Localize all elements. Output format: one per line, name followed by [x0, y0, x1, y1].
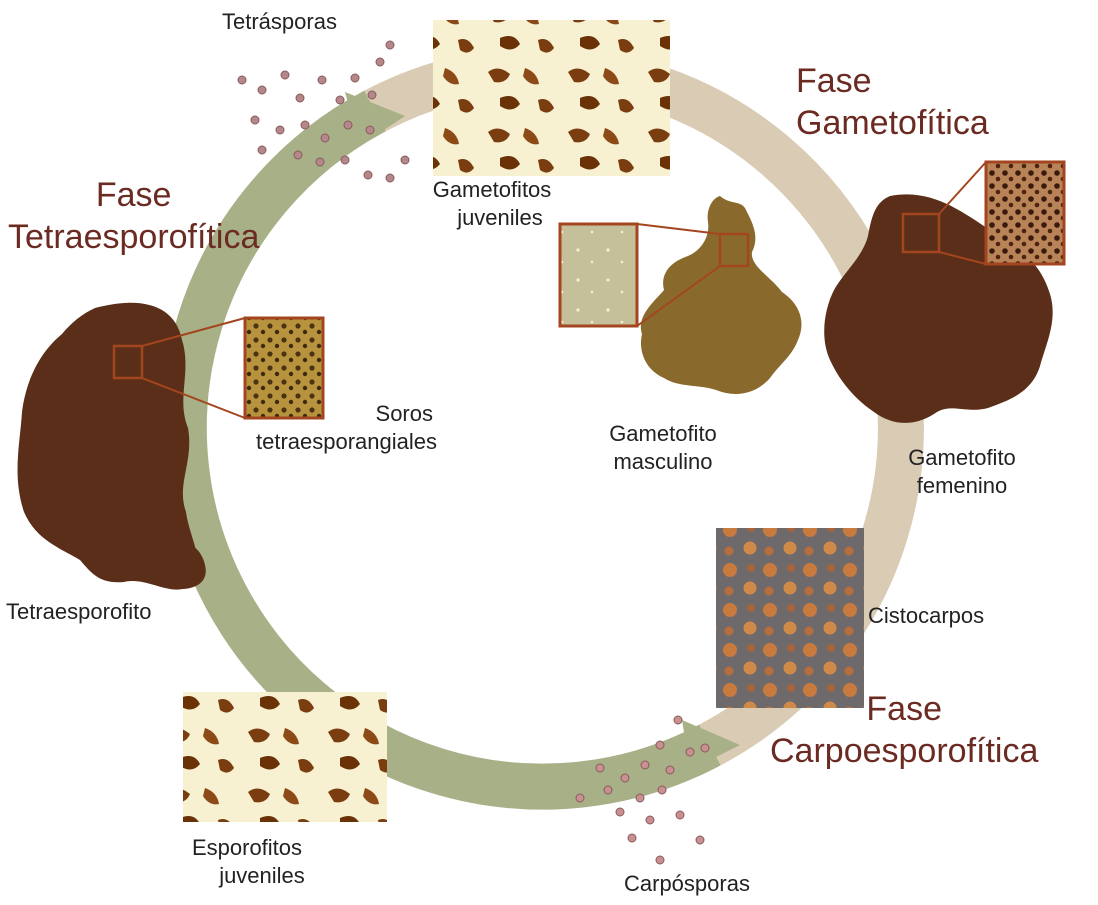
phase-tetraesporofitica-line-1: Fase: [8, 174, 259, 216]
phase-gametofitica: Fase Gametofítica: [796, 60, 989, 144]
label-esporofitos-juveniles-line-2: juveniles: [172, 862, 322, 890]
phase-carpoesporofitica-line-1: Fase: [770, 688, 1038, 730]
label-gametofito-masculino: Gametofito masculino: [598, 420, 728, 476]
male-gametophyte-thallus: [641, 196, 802, 394]
label-gametofito-femenino-line-2: femenino: [892, 472, 1032, 500]
label-gametofitos-juveniles: Gametofitos juveniles: [422, 176, 562, 232]
label-soros-line-2: tetraesporangiales: [197, 428, 437, 456]
label-soros-tetraesporangiales: Soros tetraesporangiales: [197, 400, 437, 456]
label-gametofitos-juveniles-line-2: juveniles: [422, 204, 562, 232]
female-gametophyte-zoom-image: [986, 162, 1064, 264]
phase-gametofitica-line-2: Gametofítica: [796, 102, 989, 144]
phase-gametofitica-line-1: Fase: [796, 60, 989, 102]
phase-tetraesporofitica: Fase Tetraesporofítica: [8, 174, 259, 258]
label-esporofitos-juveniles-line-1: Esporofitos: [172, 834, 322, 862]
male-gametophyte-zoom-image: [560, 224, 637, 326]
label-carposporas: Carpósporas: [624, 870, 750, 898]
label-gametofito-femenino-line-1: Gametofito: [892, 444, 1032, 472]
juvenile-gametophytes-photo: [433, 20, 670, 176]
label-gametofito-masculino-line-1: Gametofito: [598, 420, 728, 448]
label-tetraesporofito: Tetraesporofito: [6, 598, 152, 626]
label-esporofitos-juveniles: Esporofitos juveniles: [172, 834, 322, 890]
tetrasporophyte-thallus: [18, 303, 206, 590]
label-soros-line-1: Soros: [197, 400, 437, 428]
label-gametofitos-juveniles-line-1: Gametofitos: [422, 176, 562, 204]
juvenile-sporophytes-photo: [183, 692, 387, 822]
cystocarps-photo: [716, 528, 864, 708]
phase-tetraesporofitica-line-2: Tetraesporofítica: [8, 216, 259, 258]
label-tetrasporas: Tetrásporas: [222, 8, 337, 36]
label-cistocarpos: Cistocarpos: [868, 602, 984, 630]
phase-carpoesporofitica: Fase Carpoesporofítica: [770, 688, 1038, 772]
phase-carpoesporofitica-line-2: Carpoesporofítica: [770, 730, 1038, 772]
label-gametofito-femenino: Gametofito femenino: [892, 444, 1032, 500]
label-gametofito-masculino-line-2: masculino: [598, 448, 728, 476]
